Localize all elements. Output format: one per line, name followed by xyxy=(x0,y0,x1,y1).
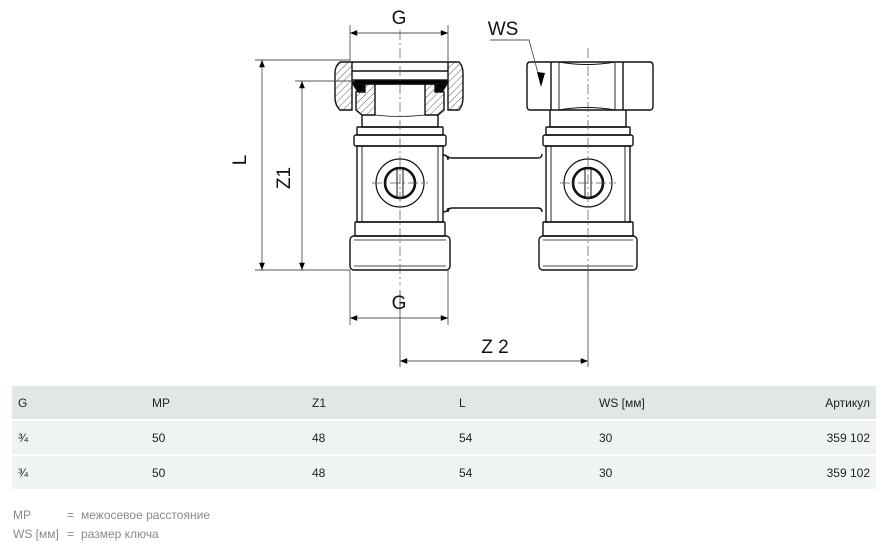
cell-g: ¾ xyxy=(18,465,29,480)
cell-g: ¾ xyxy=(18,430,29,445)
cell-article: 359 102 xyxy=(826,465,870,480)
legend-term: MP xyxy=(13,508,31,522)
technical-drawing: G WS L Z1 G Z 2 xyxy=(230,8,654,367)
legend-definition: межосевое расстояние xyxy=(81,508,210,522)
header-l: L xyxy=(459,395,466,410)
legend-item: WS [мм] = размер ключа xyxy=(13,525,210,544)
cell-article: 359 102 xyxy=(826,430,870,445)
right-hex-nut xyxy=(526,61,654,111)
legend: MP = межосевое расстояние WS [мм] = разм… xyxy=(13,506,210,544)
dimension-lines xyxy=(255,25,589,367)
table-header-row: G MP Z1 L WS [мм] Артикул xyxy=(12,386,876,420)
left-valve-body xyxy=(334,61,464,271)
cell-ws: 30 xyxy=(599,465,613,480)
table-row: ¾ 50 48 54 30 359 102 xyxy=(12,455,876,489)
ws-leader xyxy=(490,39,542,85)
cell-l: 54 xyxy=(459,430,473,445)
header-g: G xyxy=(18,395,28,410)
legend-equals: = xyxy=(67,527,75,541)
header-mp: MP xyxy=(152,395,170,410)
table-row: ¾ 50 48 54 30 359 102 xyxy=(12,420,876,455)
right-valve-body xyxy=(526,61,654,271)
label-l: L xyxy=(230,155,251,166)
label-ws: WS xyxy=(488,19,519,40)
bridge-pipe xyxy=(442,153,543,213)
header-article: Артикул xyxy=(825,395,870,410)
label-g-top: G xyxy=(392,8,407,29)
cell-z1: 48 xyxy=(312,465,326,480)
label-z1: Z1 xyxy=(274,167,295,189)
spec-table: G MP Z1 L WS [мм] Артикул ¾ 50 48 54 30 … xyxy=(12,386,876,489)
header-z1: Z1 xyxy=(312,395,327,410)
center-lines xyxy=(372,30,616,285)
cell-mp: 50 xyxy=(152,430,166,445)
cell-ws: 30 xyxy=(599,430,613,445)
label-g-bottom: G xyxy=(392,293,407,314)
legend-definition: размер ключа xyxy=(81,527,159,541)
label-z2: Z 2 xyxy=(481,337,508,358)
cell-z1: 48 xyxy=(312,430,326,445)
left-nut-section-right xyxy=(447,61,464,111)
legend-item: MP = межосевое расстояние xyxy=(13,506,210,525)
left-nut-section-left xyxy=(334,61,353,111)
cell-mp: 50 xyxy=(152,465,166,480)
header-ws: WS [мм] xyxy=(599,395,645,410)
legend-equals: = xyxy=(67,508,75,522)
cell-l: 54 xyxy=(459,465,473,480)
legend-term: WS [мм] xyxy=(13,527,59,541)
